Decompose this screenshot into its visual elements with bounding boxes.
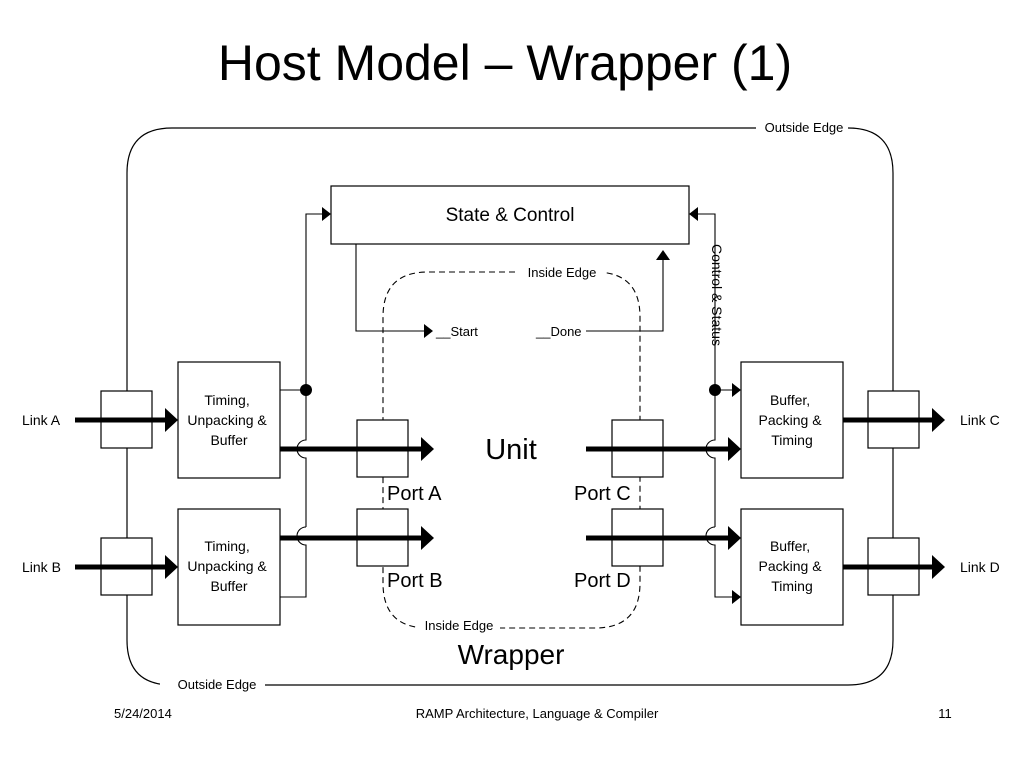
slide-title: Host Model – Wrapper (1) bbox=[218, 35, 792, 91]
left-box-b-line-3: Buffer bbox=[210, 578, 247, 594]
left-box-a-line-3: Buffer bbox=[210, 432, 247, 448]
state-control-box bbox=[330, 185, 690, 245]
port-b-arrow bbox=[280, 526, 434, 550]
left-box-b-line-1: Timing, bbox=[204, 538, 249, 554]
left-box-a-line-1: Timing, bbox=[204, 392, 249, 408]
link-a-label: Link A bbox=[22, 412, 61, 428]
port-a-label: Port A bbox=[387, 483, 442, 505]
control-status-label: Control & Status bbox=[709, 244, 725, 346]
done-label: __Done bbox=[535, 324, 582, 339]
port-a-arrow bbox=[280, 437, 434, 461]
right-box-d-text: Buffer, Packing & Timing bbox=[759, 538, 826, 594]
right-buffer-box-c bbox=[740, 361, 844, 479]
state-control-label: State & Control bbox=[446, 205, 575, 226]
right-box-c-text: Buffer, Packing & Timing bbox=[759, 392, 826, 448]
start-label: __Start bbox=[435, 324, 478, 339]
right-buffer-box-d bbox=[740, 508, 844, 626]
port-c-label: Port C bbox=[574, 483, 631, 505]
footer-date: 5/24/2014 bbox=[114, 706, 172, 721]
footer-center: RAMP Architecture, Language & Compiler bbox=[416, 706, 659, 721]
unit-label: Unit bbox=[485, 434, 537, 466]
inside-edge-label-top: Inside Edge bbox=[528, 265, 597, 280]
left-box-b-line-2: Unpacking & bbox=[187, 558, 267, 574]
right-box-d-line-3: Timing bbox=[771, 578, 813, 594]
right-box-c-line-1: Buffer, bbox=[770, 392, 810, 408]
outside-edge-label-top: Outside Edge bbox=[765, 120, 844, 135]
outside-edge-label-bottom: Outside Edge bbox=[178, 677, 257, 692]
left-box-a-line-2: Unpacking & bbox=[187, 412, 267, 428]
port-c-arrow bbox=[586, 437, 741, 461]
wrapper-label: Wrapper bbox=[458, 639, 565, 670]
right-box-d-line-1: Buffer, bbox=[770, 538, 810, 554]
left-box-a-text: Timing, Unpacking & Buffer bbox=[187, 392, 270, 448]
link-d-arrow bbox=[843, 555, 945, 579]
link-c-label: Link C bbox=[960, 412, 1000, 428]
link-d-label: Link D bbox=[960, 559, 1000, 575]
footer-page-number: 11 bbox=[938, 706, 952, 721]
done-signal: __Done bbox=[535, 250, 670, 339]
right-box-c-line-2: Packing & bbox=[759, 412, 823, 428]
link-b-label: Link B bbox=[22, 559, 61, 575]
inside-edge-label-bottom: Inside Edge bbox=[425, 618, 494, 633]
port-d-arrow bbox=[586, 526, 741, 550]
right-box-c-line-3: Timing bbox=[771, 432, 813, 448]
link-a-arrow bbox=[75, 408, 178, 432]
inside-edge-border bbox=[382, 271, 641, 629]
link-c-arrow bbox=[843, 408, 945, 432]
port-d-label: Port D bbox=[574, 570, 631, 592]
left-timing-box-a bbox=[177, 361, 281, 479]
right-box-d-line-2: Packing & bbox=[759, 558, 823, 574]
link-b-arrow bbox=[75, 555, 178, 579]
start-signal: __Start bbox=[355, 244, 478, 339]
port-b-label: Port B bbox=[387, 570, 443, 592]
left-box-b-text: Timing, Unpacking & Buffer bbox=[187, 538, 270, 594]
